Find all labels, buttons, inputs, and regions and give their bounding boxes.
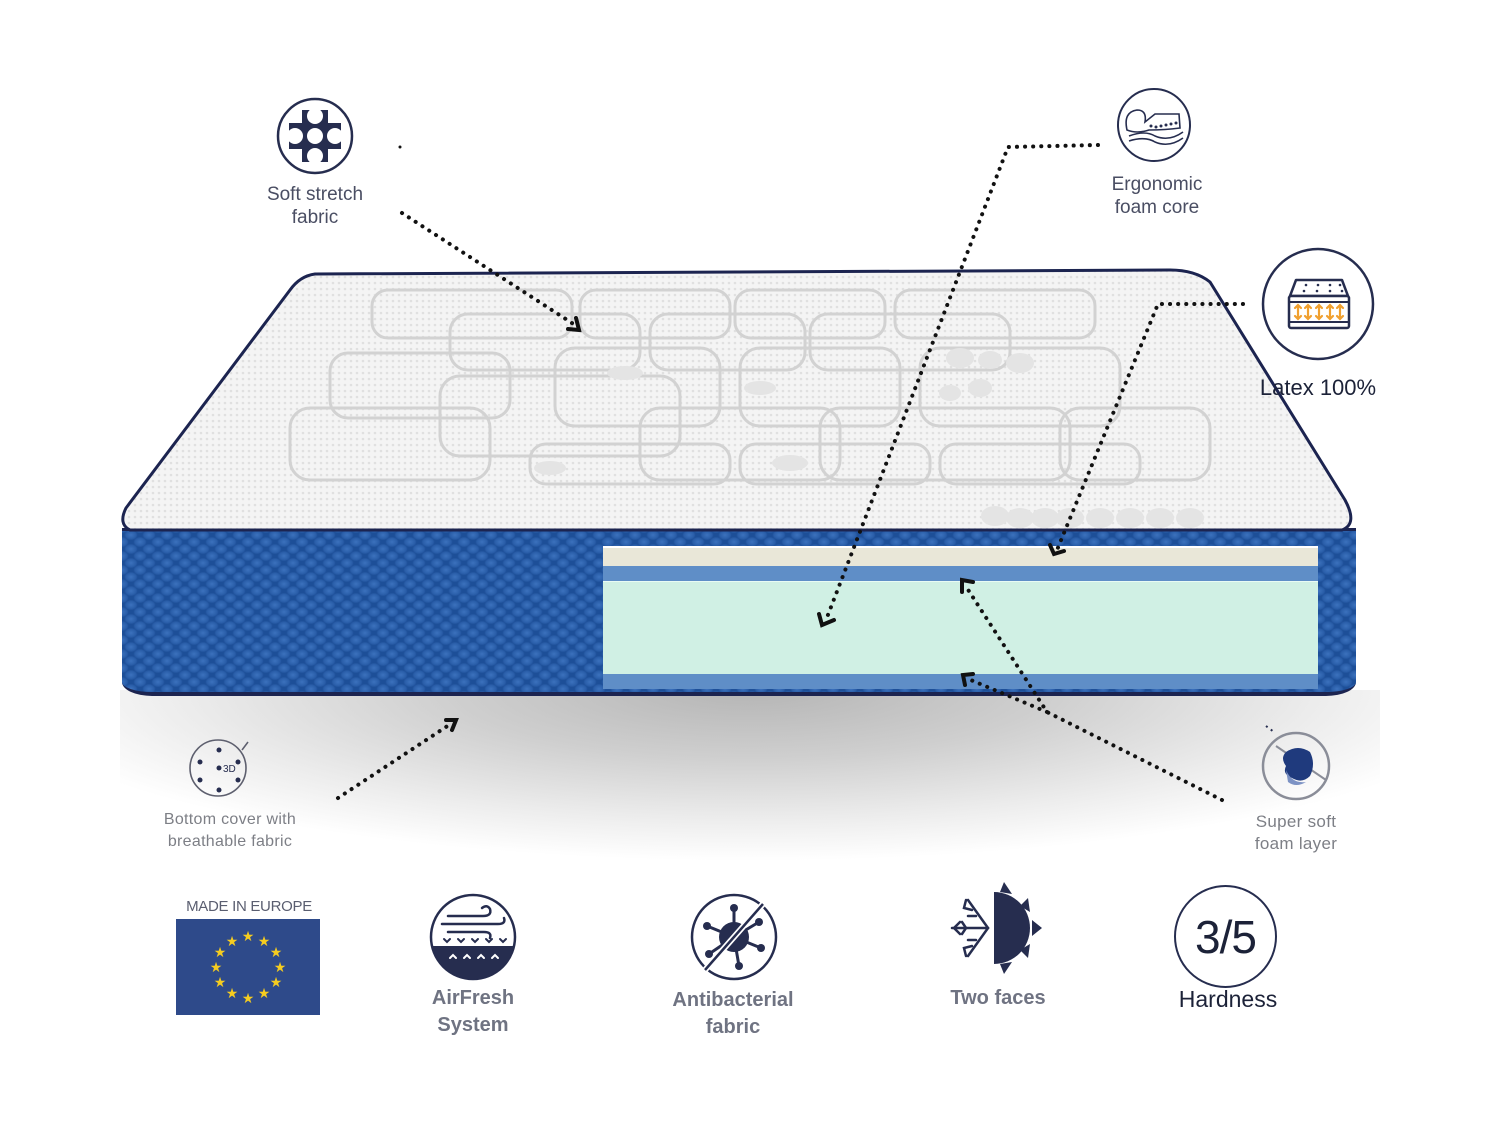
svg-text:★: ★ [270, 945, 283, 961]
arrow-latex [1055, 302, 1245, 552]
ergonomic-label: Ergonomic foam core [1077, 173, 1237, 219]
hardness-label: Hardness [1178, 986, 1278, 1012]
two-faces-label: Two faces [950, 987, 1046, 1009]
bottom-cover-label: Bottom cover with breathable fabric [140, 809, 320, 853]
svg-text:★: ★ [270, 975, 283, 991]
circles-fabric-icon [276, 97, 354, 175]
svg-text:★: ★ [214, 945, 227, 961]
svg-text:★: ★ [210, 960, 223, 976]
label-line: foam core [1114, 197, 1200, 218]
soft-stretch-feature [275, 96, 355, 176]
svg-text:★: ★ [242, 991, 255, 1007]
label-line: Antibacterial [672, 989, 794, 1011]
label-line: foam layer [1254, 834, 1338, 853]
bottom-cover-feature: 3D [186, 730, 260, 804]
antibacterial-badge [689, 892, 779, 982]
super-soft-feature [1256, 722, 1334, 804]
label-line: AirFresh [431, 987, 515, 1009]
arrow-soft-stretch [400, 211, 577, 327]
latex-mattress-icon [1261, 247, 1375, 361]
super-soft-label: Super soft foam layer [1216, 811, 1376, 855]
svg-text:★: ★ [226, 986, 239, 1002]
label-line: fabric [291, 207, 339, 228]
svg-text:★: ★ [226, 934, 239, 950]
label-line: breathable fabric [167, 833, 293, 850]
floor-shadow [120, 690, 1380, 880]
label-line: Super soft [1255, 812, 1337, 831]
label-line: fabric [705, 1016, 761, 1038]
label-line: System [437, 1014, 509, 1036]
label-line: Bottom cover with [163, 811, 297, 828]
no-bacteria-icon [690, 893, 778, 981]
svg-text:★: ★ [274, 960, 287, 976]
snowflake-sun-icon [950, 882, 1042, 974]
super-soft-foam-top [603, 566, 1318, 581]
eu-flag-icon: ★★★ ★★★ ★★★ ★★★ [176, 919, 320, 1015]
airfresh-badge [428, 892, 518, 982]
arrow-super-soft-b [964, 676, 1049, 714]
made-in-europe-badge: MADE IN EUROPE ★★★ ★★★ ★★★ ★★★ [176, 898, 322, 1020]
label-line: Soft stretch [266, 184, 364, 205]
cross-section [603, 546, 1318, 690]
arrow-bottom-cover [336, 721, 454, 800]
label-line: Ergonomic [1111, 174, 1203, 195]
svg-text:★: ★ [242, 929, 255, 945]
ergonomic-feature [1115, 86, 1193, 164]
super-soft-foam-bottom [603, 674, 1318, 689]
hardness-badge: 3/5 [1174, 885, 1277, 988]
3d-text: 3D [223, 764, 236, 775]
latex-feature [1260, 246, 1376, 362]
two-faces-badge [946, 880, 1046, 976]
soft-stretch-label: Soft stretch fabric [235, 183, 395, 229]
antibacterial-label: Antibacterial fabric [653, 987, 813, 1041]
airflow-icon [429, 893, 517, 981]
body-contour-icon [1117, 88, 1191, 162]
mattress-top-quilted [121, 268, 1353, 532]
svg-text:★: ★ [258, 934, 271, 950]
svg-text:★: ★ [214, 975, 227, 991]
hand-press-icon [1261, 725, 1331, 801]
hardness-value: 3/5 [1195, 910, 1257, 963]
latex-label: Latex 100% [1259, 375, 1377, 400]
arrow-ergonomic [824, 143, 1100, 622]
made-in-europe-label: MADE IN EUROPE [186, 898, 312, 915]
airfresh-label: AirFresh System [393, 985, 553, 1039]
latex-layer [603, 546, 1318, 566]
svg-text:★: ★ [258, 986, 271, 1002]
3d-dots-icon: 3D [189, 739, 249, 797]
